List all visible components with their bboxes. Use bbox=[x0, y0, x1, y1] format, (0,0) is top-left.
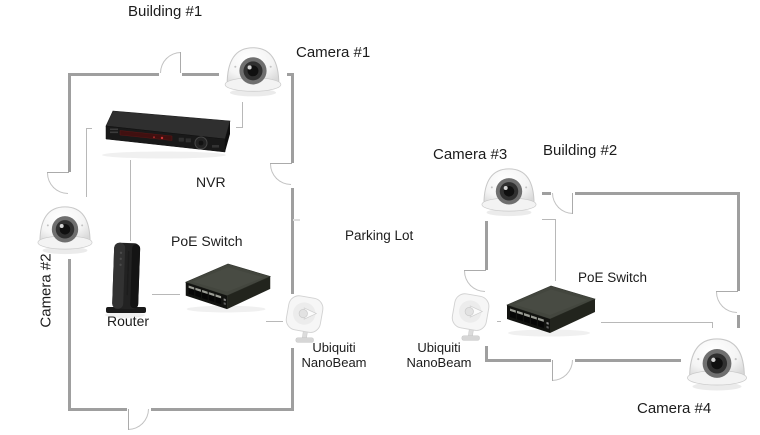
poe-switch1-label: PoE Switch bbox=[171, 233, 243, 249]
door-leaf bbox=[572, 193, 573, 214]
door-gap bbox=[483, 270, 488, 293]
cable-nvr-router bbox=[130, 148, 131, 246]
door-gap bbox=[290, 163, 295, 188]
door-leaf bbox=[180, 52, 181, 73]
door-swing-arc bbox=[552, 360, 573, 381]
cable-nvr-camera2 bbox=[86, 128, 87, 204]
cable-switch-camera4 bbox=[591, 322, 713, 323]
wall-joint-tick bbox=[293, 219, 300, 221]
door-leaf bbox=[47, 172, 69, 173]
building1-label: Building #1 bbox=[128, 3, 203, 20]
door-swing-arc bbox=[128, 409, 149, 430]
nanobeam1-image bbox=[283, 294, 331, 348]
door-leaf bbox=[270, 163, 292, 164]
building2-wall-right bbox=[737, 192, 740, 362]
cable-camera1-nvr bbox=[242, 102, 243, 128]
poe-switch2-label: PoE Switch bbox=[578, 270, 648, 285]
poe-switch1-image bbox=[180, 259, 276, 315]
door-swing-arc bbox=[270, 164, 291, 185]
nanobeam1-label: Ubiquiti NanoBeam bbox=[292, 340, 376, 371]
door-swing-arc bbox=[464, 271, 485, 292]
dome-camera-icon bbox=[219, 37, 287, 102]
router-label: Router bbox=[107, 313, 150, 329]
nanobeam2-image bbox=[449, 292, 497, 346]
poe-switch-icon bbox=[180, 259, 276, 315]
nanobeam2-label: Ubiquiti NanoBeam bbox=[397, 340, 481, 371]
camera2-label: Camera #2 bbox=[37, 253, 55, 328]
door-swing-arc bbox=[716, 292, 737, 313]
router-icon bbox=[100, 241, 152, 321]
dome-camera-icon bbox=[681, 328, 753, 396]
nvr-label: NVR bbox=[196, 174, 226, 190]
camera4-label: Camera #4 bbox=[637, 400, 712, 417]
door-leaf bbox=[464, 270, 486, 271]
nanobeam2-label-line2: NanoBeam bbox=[406, 355, 472, 371]
camera1-image bbox=[219, 37, 287, 102]
cable-camera1-nvr bbox=[230, 127, 243, 128]
door-gap bbox=[735, 291, 740, 315]
door-leaf bbox=[128, 409, 129, 430]
poe-switch-icon bbox=[501, 281, 601, 339]
cable-camera3-switch bbox=[555, 219, 556, 288]
nanobeam2-label-line1: Ubiquiti bbox=[417, 340, 461, 355]
poe-switch2-image bbox=[501, 281, 601, 339]
parking-lot-label: Parking Lot bbox=[345, 228, 414, 243]
building2-wall-top bbox=[485, 192, 740, 195]
dome-camera-icon bbox=[476, 159, 542, 221]
door-swing-arc bbox=[47, 173, 68, 194]
building2-wall-bottom bbox=[485, 359, 740, 362]
building1-wall-bottom bbox=[68, 408, 294, 411]
router-image bbox=[100, 241, 152, 321]
nvr-icon bbox=[92, 102, 236, 160]
door-swing-arc bbox=[160, 52, 181, 73]
nanobeam1-label-line2: NanoBeam bbox=[301, 355, 367, 371]
cable-router-switch bbox=[148, 294, 189, 295]
camera1-label: Camera #1 bbox=[296, 44, 371, 61]
door-leaf bbox=[552, 360, 553, 381]
building2-label: Building #2 bbox=[543, 142, 618, 159]
camera3-label: Camera #3 bbox=[433, 146, 508, 163]
building1-wall-right bbox=[291, 73, 294, 411]
cable-switch-nanobeam bbox=[266, 321, 293, 322]
door-gap bbox=[67, 172, 72, 197]
camera3-image bbox=[476, 159, 542, 221]
camera2-image bbox=[32, 197, 98, 259]
door-gap bbox=[159, 72, 182, 77]
wireless-bridge-icon bbox=[449, 292, 497, 346]
camera4-image bbox=[681, 328, 753, 396]
nvr-image bbox=[92, 102, 236, 160]
nanobeam1-label-line1: Ubiquiti bbox=[312, 340, 356, 355]
door-swing-arc bbox=[552, 193, 573, 214]
door-leaf bbox=[716, 291, 738, 292]
